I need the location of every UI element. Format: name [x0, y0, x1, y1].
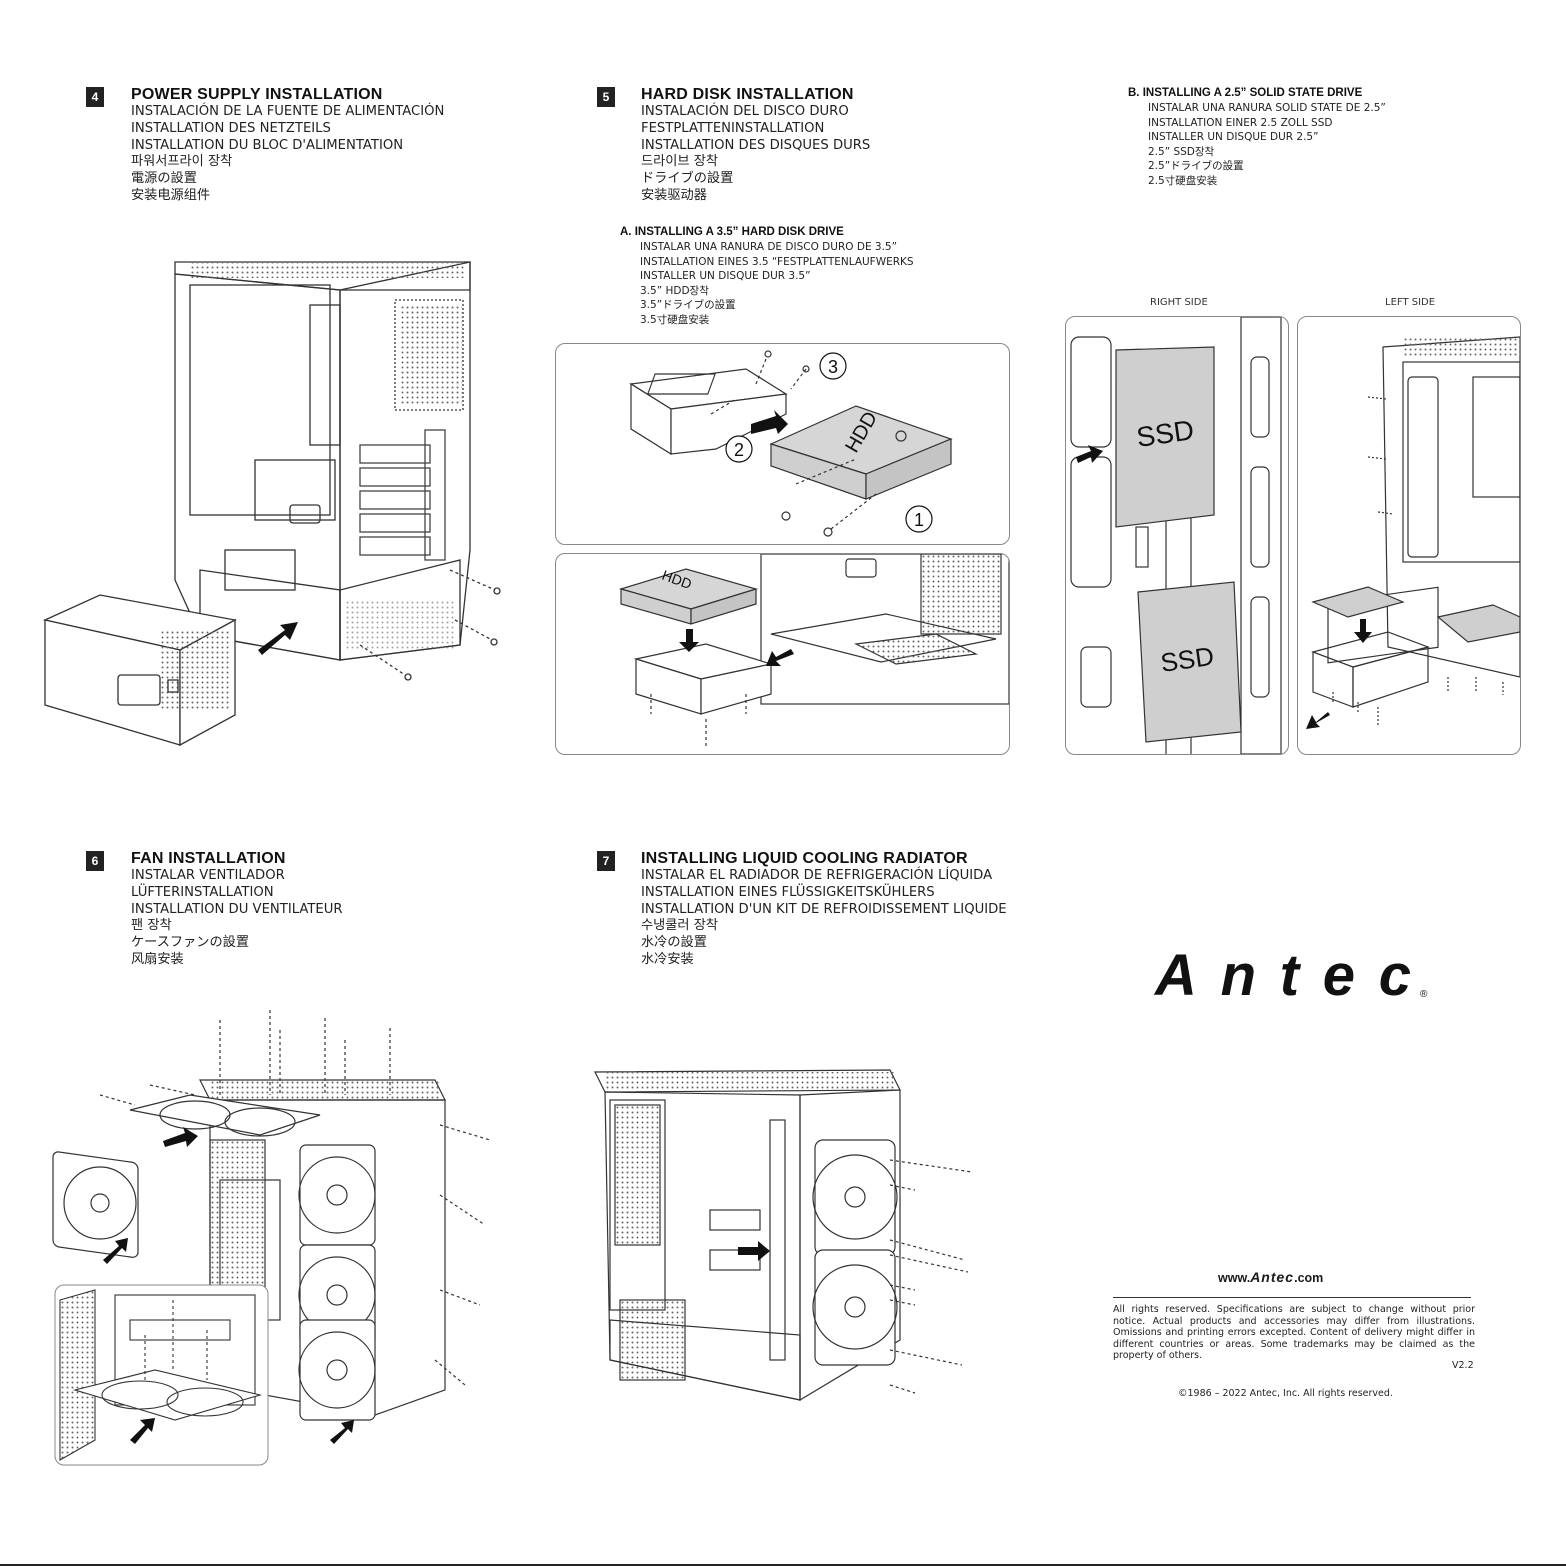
fan-installation-illustration: [52, 1010, 491, 1466]
hdd-step-panel-bottom: HDD: [555, 553, 1010, 755]
antec-logo-text: Antec: [1153, 945, 1413, 1005]
translation-fr: INSTALLATION DU VENTILATEUR: [131, 901, 343, 917]
svg-text:2: 2: [734, 440, 744, 460]
section-7-translations: INSTALAR EL RADIADOR DE REFRIGERACIÓN LÍ…: [641, 868, 1007, 969]
translation-ko: 수냉쿨러 장착: [641, 918, 718, 934]
step-3-marker: 3: [819, 352, 847, 380]
translation-ko: 3.5” HDD장착: [640, 284, 709, 297]
section-5a-translations: INSTALAR UNA RANURA DE DISCO DURO DE 3.5…: [640, 240, 914, 327]
translation-es: INSTALAR VENTILADOR: [131, 868, 285, 883]
right-side-caption: RIGHT SIDE: [1150, 297, 1208, 308]
website-url[interactable]: www.Antec.com: [1218, 1269, 1323, 1285]
section-6-translations: INSTALAR VENTILADOR LÜFTERINSTALLATION I…: [131, 868, 343, 969]
svg-text:3: 3: [828, 357, 838, 377]
translation-ja: 2.5”ドライブの設置: [1148, 160, 1244, 172]
left-side-caption: LEFT SIDE: [1385, 297, 1436, 308]
translation-ja: ドライブの設置: [641, 171, 734, 187]
translation-es: INSTALAR UNA RANURA SOLID STATE DE 2.5”: [1148, 102, 1386, 114]
translation-de: INSTALLATION EINER 2.5 ZOLL SSD: [1148, 116, 1333, 129]
translation-zh: 安装驱动器: [641, 187, 707, 203]
translation-es: INSTALAR UNA RANURA DE DISCO DURO DE 3.5…: [640, 241, 898, 253]
section-5a-title: A. INSTALLING A 3.5” HARD DISK DRIVE: [620, 226, 844, 238]
translation-ko: 파워서프라이 장착: [131, 154, 233, 170]
translation-zh: 风扇安装: [131, 951, 184, 967]
translation-fr: INSTALLATION DU BLOC D'ALIMENTATION: [131, 137, 404, 153]
section-5-translations: INSTALACIÓN DEL DISCO DURO FESTPLATTENIN…: [641, 104, 870, 205]
url-brand: Antec: [1250, 1269, 1295, 1285]
version-label: V2.2: [1452, 1360, 1474, 1371]
ssd-label-lower: SSD: [1159, 641, 1216, 678]
page-bottom-rule: [0, 1564, 1566, 1566]
url-suffix: .com: [1294, 1271, 1324, 1285]
translation-zh: 水冷安装: [641, 951, 694, 967]
translation-de: LÜFTERINSTALLATION: [131, 884, 274, 900]
translation-zh: 安装电源组件: [131, 187, 211, 203]
translation-es: INSTALACIÓN DEL DISCO DURO: [641, 104, 849, 119]
url-prefix: www.: [1218, 1271, 1251, 1285]
translation-ja: 水冷の設置: [641, 935, 707, 951]
translation-zh: 2.5寸硬盘安装: [1148, 174, 1218, 187]
section-6-title: FAN INSTALLATION: [131, 850, 286, 867]
translation-de: INSTALLATION EINES FLÜSSIGKEITSKÜHLERS: [641, 884, 935, 900]
translation-de: INSTALLATION EINES 3.5 “FESTPLATTENLAUFW…: [640, 255, 914, 268]
radiator-installation-illustration: [594, 1069, 973, 1402]
hdd-step-panel-top: HDD 3 2 1: [555, 343, 1010, 545]
antec-logo: Antec ®: [1153, 945, 1428, 1005]
step-2-marker: 2: [725, 435, 753, 463]
translation-de: FESTPLATTENINSTALLATION: [641, 120, 825, 136]
translation-ja: 3.5”ドライブの設置: [640, 299, 736, 311]
legal-divider: [1113, 1297, 1471, 1298]
translation-es: INSTALACIÓN DE LA FUENTE DE ALIMENTACIÓN: [131, 104, 445, 119]
step-1-marker: 1: [905, 505, 933, 533]
translation-ko: 2.5” SSD장착: [1148, 145, 1215, 158]
translation-zh: 3.5寸硬盘安装: [640, 313, 710, 326]
translation-fr: INSTALLATION D'UN KIT DE REFROIDISSEMENT…: [641, 901, 1007, 917]
psu-installation-illustration: [42, 260, 501, 747]
section-5-number: 5: [597, 87, 615, 107]
section-5b-translations: INSTALAR UNA RANURA SOLID STATE DE 2.5” …: [1148, 101, 1386, 188]
registered-mark: ®: [1420, 989, 1428, 1000]
ssd-right-side-illustration: SSD SSD: [1070, 317, 1282, 754]
translation-ja: ケースファンの設置: [131, 935, 250, 951]
section-5b-title: B. INSTALLING A 2.5” SOLID STATE DRIVE: [1128, 87, 1363, 99]
section-7-number: 7: [597, 851, 615, 871]
translation-fr: INSTALLER UN DISQUE DUR 3.5”: [640, 270, 811, 282]
translation-de: INSTALLATION DES NETZTEILS: [131, 120, 331, 136]
copyright-line: ©1986 – 2022 Antec, Inc. All rights rese…: [1178, 1388, 1393, 1399]
translation-fr: INSTALLER UN DISQUE DUR 2.5”: [1148, 131, 1319, 143]
section-5-title: HARD DISK INSTALLATION: [641, 86, 854, 103]
section-4-number: 4: [86, 87, 104, 107]
svg-text:1: 1: [914, 510, 924, 530]
translation-ja: 電源の設置: [131, 171, 197, 187]
section-4-title: POWER SUPPLY INSTALLATION: [131, 86, 383, 103]
hdd-bracket-illustration: HDD 3 2 1: [629, 350, 953, 537]
translation-fr: INSTALLATION DES DISQUES DURS: [641, 137, 871, 153]
legal-notice: All rights reserved. Specifications are …: [1113, 1304, 1475, 1361]
section-4-translations: INSTALACIÓN DE LA FUENTE DE ALIMENTACIÓN…: [131, 104, 444, 205]
ssd-left-side-illustration: [1306, 336, 1520, 729]
ssd-left-side-panel: [1297, 316, 1521, 755]
ssd-right-side-panel: SSD SSD: [1065, 316, 1289, 755]
translation-ko: 드라이브 장착: [641, 154, 718, 170]
hdd-cage-illustration: HDD: [618, 554, 1009, 749]
section-6-number: 6: [86, 851, 104, 871]
section-7-title: INSTALLING LIQUID COOLING RADIATOR: [641, 850, 968, 867]
translation-es: INSTALAR EL RADIADOR DE REFRIGERACIÓN LÍ…: [641, 868, 993, 883]
translation-ko: 팬 장착: [131, 918, 172, 934]
